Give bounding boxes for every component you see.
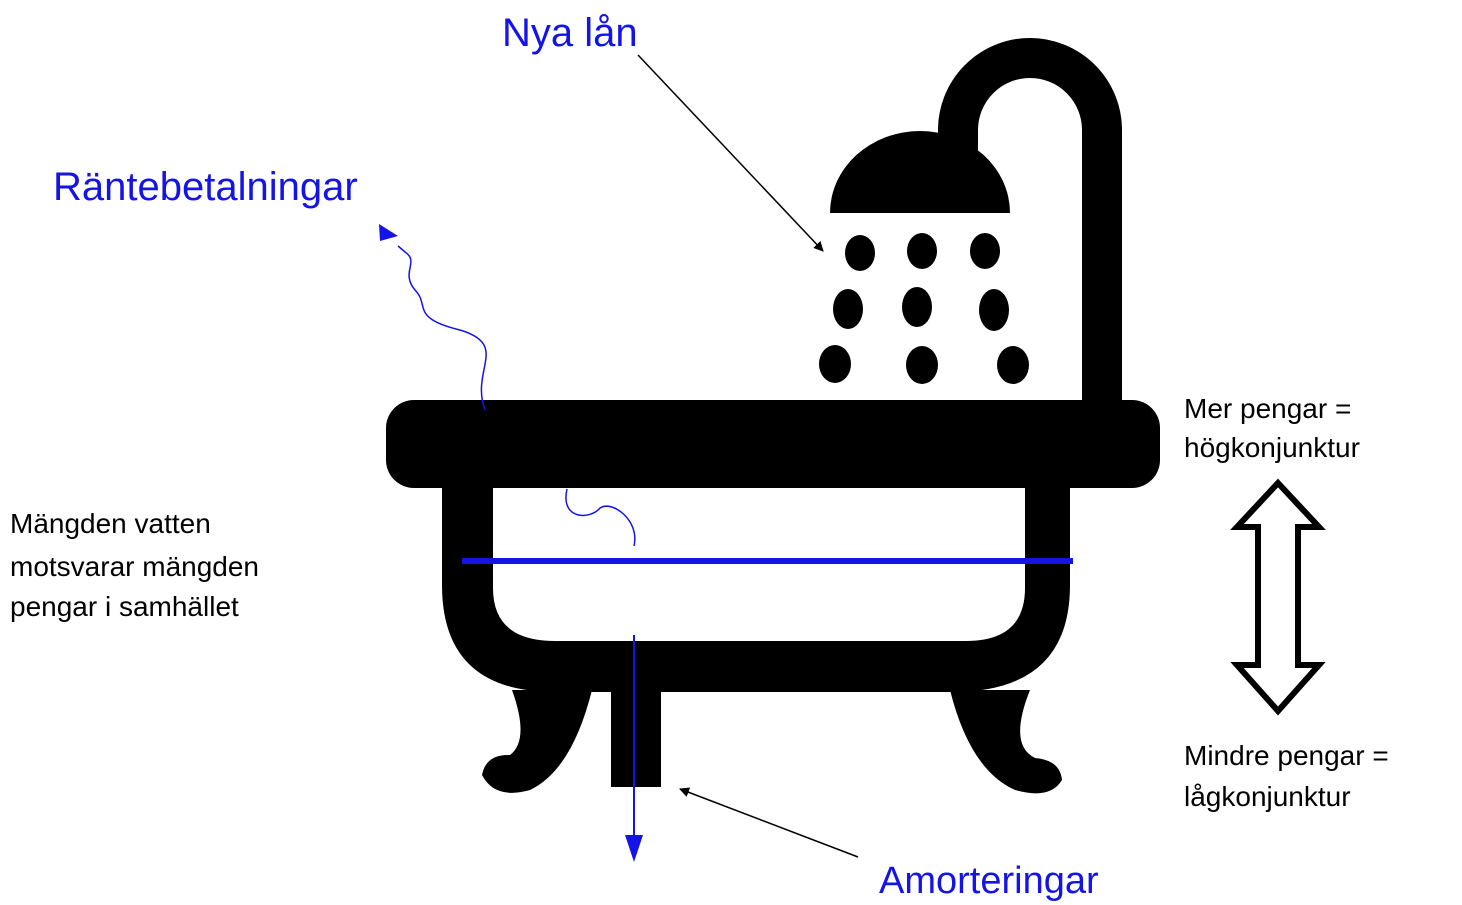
shower-icon [819,38,1122,405]
interest-flow-arrowhead [379,224,398,241]
shower-drops [819,233,1029,384]
bathtub-icon [386,400,1160,794]
less-money-line-1: Mindre pengar = [1184,740,1389,771]
new-loans-label: Nya lån [502,11,638,55]
economy-double-arrow [1230,478,1326,716]
amortization-pointer [679,787,859,858]
less-money-label: Mindre pengar = lågkonjunktur [1184,740,1389,812]
water-amount-label: Mängden vatten motsvarar mängden pengar … [10,508,259,622]
water-amount-line-1: Mängden vatten [10,508,211,539]
new-loans-pointer [637,54,824,252]
tub-foot-left [482,690,592,793]
more-money-label: Mer pengar = högkonjunktur [1184,393,1360,463]
amortization-flow-arrowhead [625,835,643,862]
interest-payments-label: Räntebetalningar [53,165,358,209]
tub-foot-right [950,690,1062,794]
interest-flow-line [397,245,487,411]
drain-icon [611,672,661,787]
shower-head [830,131,1010,213]
interest-flow-inner [565,488,636,547]
water-amount-line-3: pengar i samhället [10,591,239,622]
more-money-line-2: högkonjunktur [1184,432,1360,463]
tub-rim [386,400,1160,488]
amortizations-label: Amorteringar [879,860,1099,902]
tub-basin [442,488,1070,692]
water-amount-line-2: motsvarar mängden [10,551,259,582]
shower-pipe [938,38,1122,405]
more-money-line-1: Mer pengar = [1184,393,1351,424]
less-money-line-2: lågkonjunktur [1184,781,1351,812]
